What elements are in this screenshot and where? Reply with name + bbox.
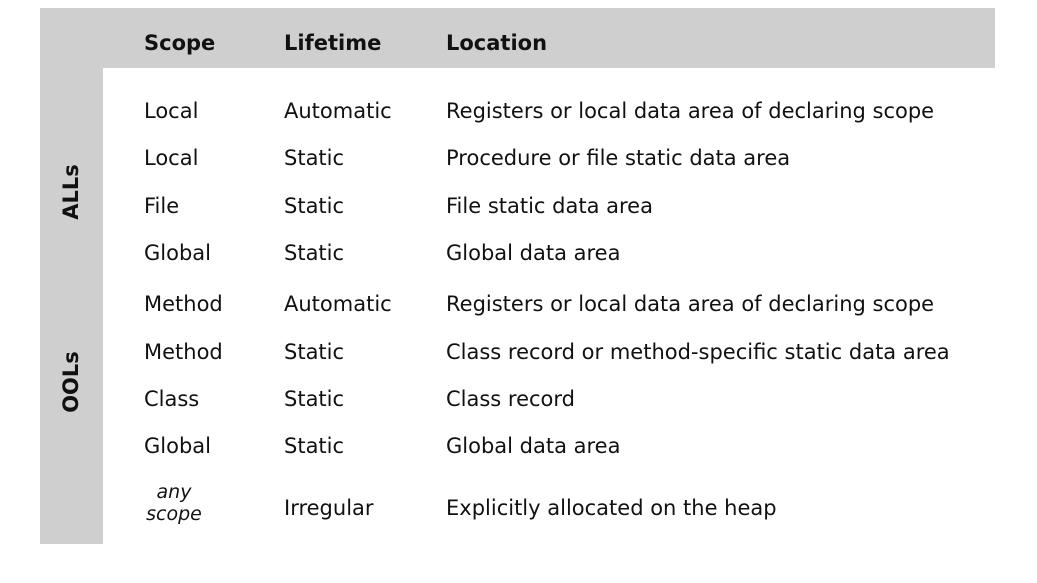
table-row-last: any scope Irregular Explicitly allocated… (0, 481, 1037, 533)
cell-lifetime: Static (284, 194, 345, 218)
cell-lifetime: Static (284, 241, 345, 265)
cell-scope-italic: any scope (146, 481, 202, 525)
cell-scope-line1: any (156, 481, 192, 503)
column-header-lifetime: Lifetime (284, 31, 382, 55)
cell-lifetime: Static (284, 434, 345, 458)
cell-scope-line2: scope (146, 503, 202, 525)
cell-scope: Global (144, 241, 211, 265)
group-label-alls: ALLs (59, 164, 83, 220)
cell-location: Global data area (446, 241, 621, 265)
column-header-location: Location (446, 31, 548, 55)
cell-lifetime: Static (284, 387, 345, 411)
cell-location: File static data area (446, 194, 653, 218)
cell-scope: Class (144, 387, 200, 411)
cell-lifetime: Irregular (284, 496, 374, 520)
cell-lifetime: Static (284, 146, 345, 170)
cell-scope: Method (144, 292, 223, 316)
cell-location: Registers or local data area of declarin… (446, 99, 935, 123)
cell-scope: Local (144, 99, 199, 123)
cell-location: Procedure or file static data area (446, 146, 791, 170)
column-header-scope: Scope (144, 31, 216, 55)
cell-location: Class record (446, 387, 576, 411)
cell-location: Global data area (446, 434, 621, 458)
cell-scope: Global (144, 434, 211, 458)
table-header-bar (40, 8, 995, 68)
cell-scope: File (144, 194, 180, 218)
cell-lifetime: Automatic (284, 292, 392, 316)
cell-location: Explicitly allocated on the heap (446, 496, 777, 520)
group-label-ools: OOLs (59, 351, 83, 413)
cell-scope: Method (144, 340, 223, 364)
cell-lifetime: Static (284, 340, 345, 364)
cell-location: Class record or method-specific static d… (446, 340, 950, 364)
table-sidebar (40, 8, 103, 544)
cell-lifetime: Automatic (284, 99, 392, 123)
cell-scope: Local (144, 146, 199, 170)
cell-location: Registers or local data area of declarin… (446, 292, 935, 316)
